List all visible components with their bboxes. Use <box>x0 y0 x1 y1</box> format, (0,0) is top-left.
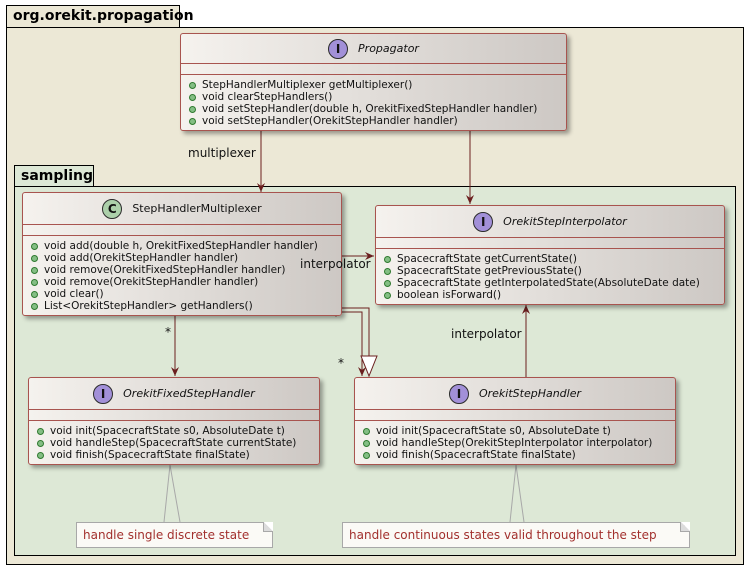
class-header: I Propagator <box>181 34 566 64</box>
public-visibility-icon <box>363 439 370 447</box>
public-visibility-icon <box>189 105 196 113</box>
public-visibility-icon <box>31 302 38 310</box>
public-visibility-icon <box>363 451 370 459</box>
method-item: void remove(OrekitStepHandler handler) <box>31 276 341 288</box>
label-interpolator-handler: interpolator <box>451 327 522 341</box>
link-multiplexer-implements-stephandler <box>342 307 370 356</box>
method-item: boolean isForward() <box>384 289 724 301</box>
realization-triangle <box>360 355 378 378</box>
fields-compartment <box>355 410 675 421</box>
label-multiplexer: multiplexer <box>188 146 256 160</box>
method-item: void handleStep(OrekitStepInterpolator i… <box>363 437 675 449</box>
class-orekit-step-interpolator[interactable]: I OrekitStepInterpolator SpacecraftState… <box>375 205 725 305</box>
public-visibility-icon <box>37 427 44 435</box>
label-fixed-multiplicity: * <box>165 325 171 339</box>
note-continuous-step: handle continuous states valid throughou… <box>342 522 690 548</box>
link-multiplexer-stephandler <box>329 307 366 376</box>
method-item: void init(SpacecraftState s0, AbsoluteDa… <box>37 425 319 437</box>
public-visibility-icon <box>384 279 391 287</box>
interface-icon: I <box>448 383 469 404</box>
note-fold-icon <box>680 522 690 532</box>
class-name: Propagator <box>358 42 419 55</box>
public-visibility-icon <box>31 290 38 298</box>
class-header: C StepHandlerMultiplexer <box>23 193 341 225</box>
methods-compartment: void init(SpacecraftState s0, AbsoluteDa… <box>29 421 319 461</box>
method-item: void init(SpacecraftState s0, AbsoluteDa… <box>363 425 675 437</box>
interface-icon: I <box>473 211 494 232</box>
package-name-inner: sampling <box>21 168 93 184</box>
public-visibility-icon <box>384 291 391 299</box>
note-text: handle continuous states valid throughou… <box>349 528 657 542</box>
class-header: I OrekitFixedStepHandler <box>29 378 319 410</box>
public-visibility-icon <box>384 255 391 263</box>
method-item: void add(OrekitStepHandler handler) <box>31 252 341 264</box>
class-orekit-step-handler[interactable]: I OrekitStepHandler void init(Spacecraft… <box>354 377 676 465</box>
method-item: SpacecraftState getPreviousState() <box>384 265 724 277</box>
method-item: void setStepHandler(OrekitStepHandler ha… <box>189 115 566 127</box>
public-visibility-icon <box>384 267 391 275</box>
class-name: OrekitStepHandler <box>478 387 582 400</box>
class-propagator[interactable]: I Propagator StepHandlerMultiplexer getM… <box>180 33 567 131</box>
package-tab-outer: org.orekit.propagation <box>6 5 194 28</box>
method-item: List<OrekitStepHandler> getHandlers() <box>31 300 341 312</box>
public-visibility-icon <box>31 242 38 250</box>
public-visibility-icon <box>363 427 370 435</box>
public-visibility-icon <box>31 266 38 274</box>
package-name-outer: org.orekit.propagation <box>13 8 194 24</box>
note-link-fixed <box>163 464 181 523</box>
method-item: void finish(SpacecraftState finalState) <box>37 449 319 461</box>
public-visibility-icon <box>37 451 44 459</box>
package-tab-inner: sampling <box>14 165 94 187</box>
class-header: I OrekitStepInterpolator <box>376 206 724 238</box>
public-visibility-icon <box>189 117 196 125</box>
method-item: void finish(SpacecraftState finalState) <box>363 449 675 461</box>
interface-icon: I <box>328 38 349 59</box>
public-visibility-icon <box>37 439 44 447</box>
fields-compartment <box>376 238 724 249</box>
note-link-continuous <box>509 464 525 523</box>
public-visibility-icon <box>31 278 38 286</box>
class-name: OrekitFixedStepHandler <box>123 387 255 400</box>
fields-compartment <box>23 225 341 236</box>
methods-compartment: StepHandlerMultiplexer getMultiplexer() … <box>181 75 566 127</box>
label-step-multiplicity: * <box>338 356 344 370</box>
method-item: void setStepHandler(double h, OrekitFixe… <box>189 103 566 115</box>
method-item: void handleStep(SpacecraftState currentS… <box>37 437 319 449</box>
note-fixed-step: handle single discrete state <box>76 522 273 548</box>
class-name: OrekitStepInterpolator <box>503 215 627 228</box>
interface-icon: I <box>93 383 114 404</box>
methods-compartment: SpacecraftState getCurrentState() Spacec… <box>376 249 724 301</box>
class-orekit-fixed-step-handler[interactable]: I OrekitFixedStepHandler void init(Space… <box>28 377 320 465</box>
class-name: StepHandlerMultiplexer <box>132 202 262 215</box>
class-header: I OrekitStepHandler <box>355 378 675 410</box>
note-text: handle single discrete state <box>83 528 250 542</box>
method-item: void remove(OrekitFixedStepHandler handl… <box>31 264 341 276</box>
methods-compartment: void add(double h, OrekitFixedStepHandle… <box>23 236 341 312</box>
class-step-handler-multiplexer[interactable]: C StepHandlerMultiplexer void add(double… <box>22 192 342 316</box>
method-item: StepHandlerMultiplexer getMultiplexer() <box>189 79 566 91</box>
fields-compartment <box>29 410 319 421</box>
method-item: SpacecraftState getInterpolatedState(Abs… <box>384 277 724 289</box>
public-visibility-icon <box>189 93 196 101</box>
method-item: SpacecraftState getCurrentState() <box>384 253 724 265</box>
public-visibility-icon <box>31 254 38 262</box>
label-interpolator-multiplexer: interpolator <box>300 257 371 271</box>
fields-compartment <box>181 64 566 75</box>
methods-compartment: void init(SpacecraftState s0, AbsoluteDa… <box>355 421 675 461</box>
public-visibility-icon <box>189 81 196 89</box>
note-fold-icon <box>263 522 273 532</box>
method-item: void clearStepHandlers() <box>189 91 566 103</box>
method-item: void add(double h, OrekitFixedStepHandle… <box>31 240 341 252</box>
method-item: void clear() <box>31 288 341 300</box>
class-icon: C <box>102 198 123 219</box>
